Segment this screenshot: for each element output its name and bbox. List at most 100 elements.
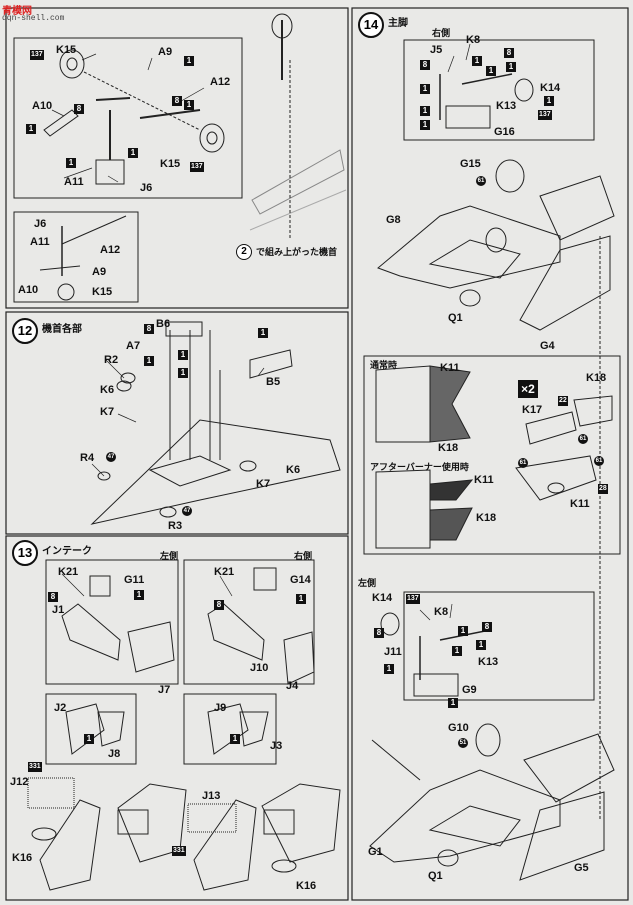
part-box: 1: [448, 698, 458, 708]
watermark-url: qqn-shell.com: [2, 14, 65, 23]
part-box: 1: [26, 124, 36, 134]
label-g14: G14: [290, 574, 311, 586]
part-box: 1: [144, 356, 154, 366]
label-a12: A12: [210, 76, 231, 88]
step-13-title: インテーク: [42, 546, 92, 557]
step-14-number: 14: [358, 12, 384, 38]
label-k16-r: K16: [296, 880, 317, 892]
label-g11: G11: [124, 574, 145, 586]
part-box-8: 8: [374, 628, 384, 638]
label-k7: K7: [100, 406, 115, 418]
label-k14: K14: [540, 82, 561, 94]
right-side-label: 右側: [432, 29, 451, 39]
label-q1-b: Q1: [428, 870, 443, 882]
label-k18-c: K18: [586, 372, 607, 384]
label-k11-c: K11: [570, 498, 590, 510]
label-g9: G9: [462, 684, 477, 696]
code-137-b: 137: [406, 594, 420, 604]
part-box: 1: [486, 66, 496, 76]
part-box: 1: [506, 62, 516, 72]
label-b5: B5: [266, 376, 281, 388]
code-47-b: 47: [182, 506, 192, 516]
part-box: 1: [420, 84, 430, 94]
code-61: 61: [476, 176, 486, 186]
label-g5: G5: [574, 862, 589, 874]
detail-label-a10: A10: [18, 284, 39, 296]
part-code-137-b: 137: [190, 162, 204, 172]
label-g16: G16: [494, 126, 515, 138]
label-q1: Q1: [448, 312, 463, 324]
label-j12: J12: [10, 776, 29, 788]
detail-label-j6: J6: [34, 218, 47, 230]
label-a9: A9: [158, 46, 173, 58]
step-12-number: 12: [12, 318, 38, 344]
step-12-title: 機首各部: [42, 324, 82, 335]
label-k14-b: K14: [372, 592, 393, 604]
part-box: 1: [384, 664, 394, 674]
code-331-b: 331: [172, 846, 186, 856]
label-k6-b: K6: [286, 464, 301, 476]
label-j8: J8: [108, 748, 121, 760]
part-box: 1: [296, 594, 306, 604]
part-box: 1: [84, 734, 94, 744]
part-box: 1: [544, 96, 554, 106]
part-box: 1: [134, 590, 144, 600]
code-51: 51: [458, 738, 468, 748]
code-331: 331: [28, 762, 42, 772]
label-k15-b: K15: [160, 158, 181, 170]
code-47: 47: [106, 452, 116, 462]
part-box: 1: [230, 734, 240, 744]
label-j5: J5: [430, 44, 443, 56]
part-box-8: 8: [420, 60, 430, 70]
label-k15: K15: [56, 44, 77, 56]
part-box: 1: [128, 148, 138, 158]
code-28: 28: [598, 484, 608, 494]
part-box: 1: [452, 646, 462, 656]
left-side-label: 左側: [358, 579, 377, 589]
label-r4: R4: [80, 452, 95, 464]
part-box-8: 8: [172, 96, 182, 106]
label-j1: J1: [52, 604, 65, 616]
part-box-8: 8: [48, 592, 58, 602]
label-j9: J9: [214, 702, 227, 714]
detail-label-k15: K15: [92, 286, 113, 298]
part-box: 1: [472, 56, 482, 66]
label-a7: A7: [126, 340, 141, 352]
label-g1: G1: [368, 846, 383, 858]
label-k11: K11: [440, 362, 460, 374]
label-k8: K8: [466, 34, 481, 46]
step-14-title: 主脚: [388, 18, 408, 29]
part-box: 1: [184, 100, 194, 110]
left-side-label: 左側: [160, 552, 179, 562]
label-k13-b: K13: [478, 656, 499, 668]
label-k18-b: K18: [476, 512, 497, 524]
note-step-number: 2: [236, 244, 252, 260]
part-box: 1: [476, 640, 486, 650]
part-box: 1: [420, 106, 430, 116]
detail-label-a12: A12: [100, 244, 121, 256]
part-box-8: 8: [144, 324, 154, 334]
label-a10: A10: [32, 100, 53, 112]
code-61-c: 61: [594, 456, 604, 466]
step-13-number: 13: [12, 540, 38, 566]
part-box-8: 8: [482, 622, 492, 632]
part-box: 1: [66, 158, 76, 168]
code-61-b: 61: [518, 458, 528, 468]
label-j13: J13: [202, 790, 221, 802]
watermark-name: 青模网: [2, 6, 32, 17]
part-box: 1: [258, 328, 268, 338]
label-g15: G15: [460, 158, 481, 170]
multiplier-badge: ×2: [518, 380, 538, 398]
note-text: で組み上がった機首: [256, 248, 338, 258]
label-b6: B6: [156, 318, 171, 330]
label-k11-b: K11: [474, 474, 494, 486]
part-box: 1: [178, 350, 188, 360]
label-k8-b: K8: [434, 606, 449, 618]
label-j2: J2: [54, 702, 67, 714]
detail-label-a11: A11: [30, 236, 50, 248]
part-box-8: 8: [74, 104, 84, 114]
code-22: 22: [558, 396, 568, 406]
part-box: 1: [458, 626, 468, 636]
